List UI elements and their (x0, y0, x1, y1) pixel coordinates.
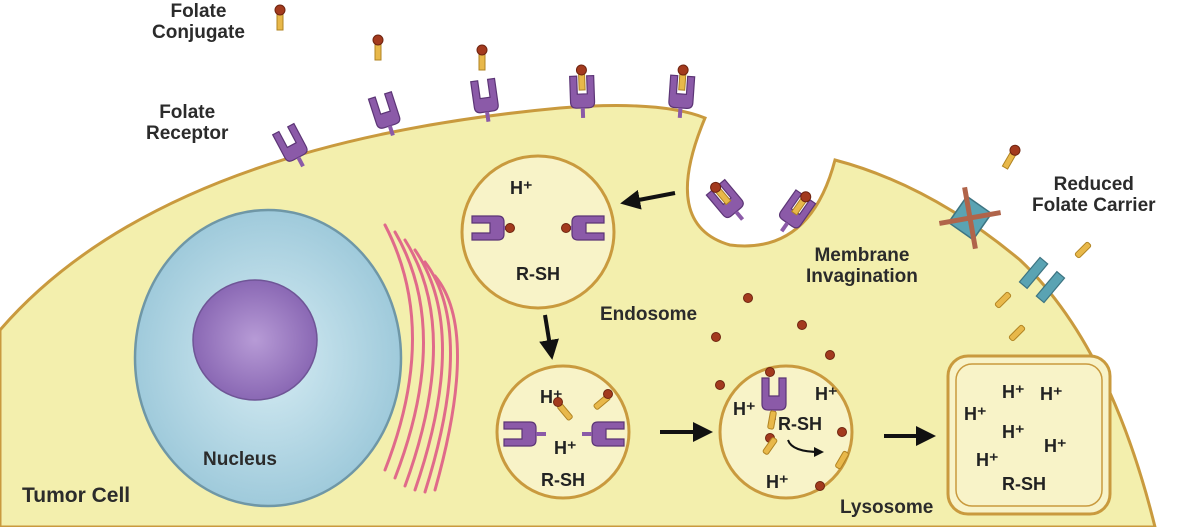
proton-label: H⁺ (1002, 382, 1025, 402)
thiol-label: R-SH (778, 414, 822, 434)
proton-label: H⁺ (976, 450, 999, 470)
thiol-label: R-SH (541, 470, 585, 490)
free-folate-conjugate (274, 4, 286, 31)
reduced-folate-carrier-text: Reduced Folate Carrier (1032, 174, 1156, 216)
proton-label: H⁺ (733, 399, 756, 419)
nucleus-inner (192, 279, 318, 401)
folate-receptor-text: Folate Receptor (146, 102, 229, 144)
free-folate-conjugate (372, 34, 384, 61)
reduced-folate-carrier (1018, 256, 1066, 304)
proton-label: H⁺ (1040, 384, 1063, 404)
membrane-invagination-text: Membrane Invagination (806, 245, 918, 287)
endosome-label: Endosome (600, 304, 698, 325)
reduced-folate-carrier-blocked (938, 186, 1002, 250)
proton-label: H⁺ (1002, 422, 1025, 442)
folate-conjugate-line: Folate Conjugate (152, 1, 245, 43)
thiol-label: R-SH (516, 264, 560, 284)
lysosome-vesicle: H⁺ H⁺ H⁺ R-SH (718, 364, 854, 500)
endosome-acidifying: H⁺ H⁺ R-SH (495, 364, 631, 500)
folate-receptor-bound (705, 179, 753, 228)
free-folate-linker (1074, 241, 1092, 259)
nucleus-label: Nucleus (203, 449, 277, 470)
proton-label: H⁺ (766, 472, 789, 492)
free-folate-conjugate (1000, 142, 1023, 171)
proton-label: H⁺ (510, 178, 533, 198)
thiol-label: R-SH (1002, 474, 1046, 494)
folate-receptor-label: Folate Receptor (146, 102, 229, 145)
tumor-cell-label: Tumor Cell (22, 484, 131, 507)
proton-label: H⁺ (815, 384, 838, 404)
arrow-to-endosome (620, 189, 676, 210)
golgi-apparatus (383, 223, 459, 494)
free-folate-conjugate (476, 44, 488, 71)
released-drug-vesicle: H⁺ H⁺ H⁺ H⁺ H⁺ H⁺ R-SH (946, 354, 1112, 516)
proton-label: H⁺ (964, 404, 987, 424)
arrow-to-endosome-2 (539, 314, 559, 360)
process-arrows (539, 189, 936, 446)
reduced-folate-carrier-label: Reduced Folate Carrier (1032, 174, 1156, 217)
endosome-early: H⁺ R-SH (460, 154, 616, 310)
membrane-invagination-label: Membrane Invagination (806, 245, 918, 288)
folate-conjugate-label: Folate Conjugate (152, 1, 245, 44)
lysosome-label: Lysosome (840, 497, 934, 518)
proton-label: H⁺ (1044, 436, 1067, 456)
proton-label: H⁺ (554, 438, 577, 458)
